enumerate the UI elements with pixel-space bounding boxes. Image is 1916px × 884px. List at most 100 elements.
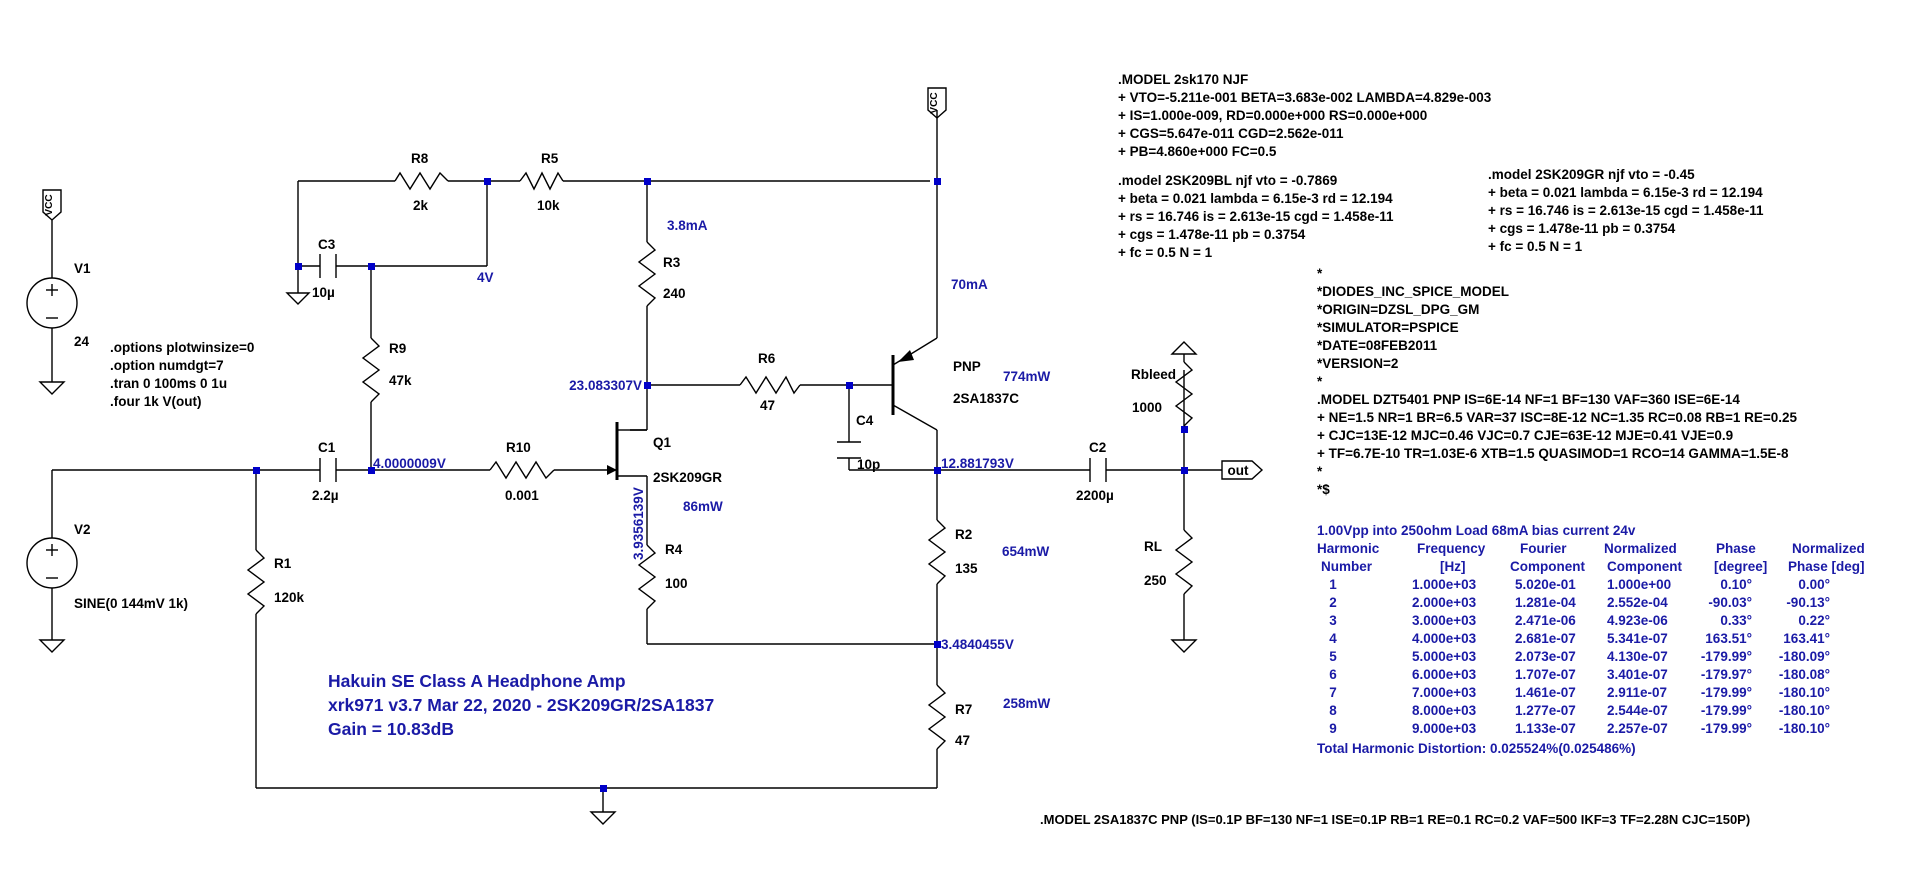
label-c2-name: C2 [1089, 440, 1106, 455]
fourier-cell: -179.99° [1701, 685, 1752, 700]
annotation-q2-power: 774mW [1003, 369, 1051, 384]
model-line: + rs = 16.746 is = 2.613e-15 cgd = 1.458… [1118, 209, 1394, 224]
label-c4-value: 10p [857, 457, 880, 472]
label-r10-name: R10 [506, 440, 531, 455]
fourier-cell: 6 [1329, 667, 1337, 682]
directive-line: .option numdgt=7 [110, 358, 224, 373]
resistor-r3 [637, 241, 657, 307]
jfet-q1 [607, 422, 647, 480]
model-line: + CGS=5.647e-011 CGD=2.562e-011 [1118, 126, 1344, 141]
bjt-q2 [891, 337, 938, 431]
annotation-q1-power: 86mW [683, 499, 723, 514]
model-line: + TF=6.7E-10 TR=1.03E-6 XTB=1.5 QUASIMOD… [1317, 446, 1789, 461]
wires [51, 110, 1222, 812]
label-q1-name: Q1 [653, 435, 672, 450]
resistor-r7 [927, 684, 947, 750]
annotation-r7-power: 258mW [1003, 696, 1051, 711]
vcc-label-v1: VCC [44, 194, 55, 215]
fourier-cell: 9 [1329, 721, 1337, 736]
fourier-header-cell: [Hz] [1440, 559, 1466, 574]
model-line: + IS=1.000e-009, RD=0.000e+000 RS=0.000e… [1118, 108, 1427, 123]
annotation-source-voltage: 3.9356139V [631, 487, 646, 560]
fourier-cell: 1.707e-07 [1515, 667, 1576, 682]
annotation-r2r7-voltage: 3.4840455V [941, 637, 1014, 652]
label-r1-value: 120k [274, 590, 305, 605]
resistors [246, 171, 1194, 750]
fourier-cell: -90.03° [1708, 595, 1752, 610]
fourier-cell: 4 [1329, 631, 1337, 646]
fourier-cell: 9.000e+03 [1412, 721, 1477, 736]
label-r8-name: R8 [411, 151, 429, 166]
capacitor-c4 [837, 441, 861, 459]
resistor-r9 [361, 337, 381, 403]
annotation-r2-power: 654mW [1002, 544, 1050, 559]
label-r6-value: 47 [760, 398, 775, 413]
fourier-cell: 3.000e+03 [1412, 613, 1477, 628]
fourier-header-cell: Phase [deg] [1788, 559, 1865, 574]
fourier-cell: 3 [1329, 613, 1337, 628]
label-r4-name: R4 [665, 542, 683, 557]
model-line: *ORIGIN=DZSL_DPG_GM [1317, 302, 1479, 317]
fourier-cell: 5 [1329, 649, 1337, 664]
model-line: + fc = 0.5 N = 1 [1118, 245, 1213, 260]
label-c4-name: C4 [856, 413, 874, 428]
label-v2-name: V2 [74, 522, 91, 537]
model-line: * [1317, 464, 1323, 479]
fourier-cell: 163.41° [1783, 631, 1830, 646]
ground-v2 [38, 639, 66, 653]
label-r2-name: R2 [955, 527, 972, 542]
fourier-cell: 1.133e-07 [1515, 721, 1576, 736]
fourier-cell: 0.10° [1720, 577, 1752, 592]
label-r5-name: R5 [541, 151, 559, 166]
fourier-header-cell: Fourier [1520, 541, 1567, 556]
model-line: + cgs = 1.478e-11 pb = 0.3754 [1118, 227, 1306, 242]
fourier-cell: 2.471e-06 [1515, 613, 1576, 628]
model-line: + cgs = 1.478e-11 pb = 0.3754 [1488, 221, 1676, 236]
component-labels: V1 24 V2 SINE(0 144mV 1k) R8 2k R5 10k C… [74, 151, 1176, 748]
fourier-cell: -179.99° [1701, 649, 1752, 664]
label-c2-value: 2200µ [1076, 488, 1114, 503]
fourier-cell: -90.13° [1786, 595, 1830, 610]
fourier-header-cell: Normalized [1604, 541, 1677, 556]
model-line: + beta = 0.021 lambda = 6.15e-3 rd = 12.… [1488, 185, 1763, 200]
fourier-cell: -179.99° [1701, 721, 1752, 736]
label-r3-name: R3 [663, 255, 681, 270]
label-c1-name: C1 [318, 440, 336, 455]
label-r5-value: 10k [537, 198, 560, 213]
model-line: .MODEL 2sk170 NJF [1118, 72, 1248, 87]
vcc-label-q2: VCC [929, 92, 940, 113]
label-r9-value: 47k [389, 373, 412, 388]
label-rl-name: RL [1144, 539, 1162, 554]
fourier-cell: -180.10° [1779, 721, 1830, 736]
out-flag [1221, 460, 1264, 480]
annotation-gate-voltage: 4.0000009V [373, 456, 446, 471]
label-c3-name: C3 [318, 237, 336, 252]
fourier-cell: -180.10° [1779, 685, 1830, 700]
fourier-cell: 2.073e-07 [1515, 649, 1576, 664]
voltage-source-v2 [26, 537, 78, 589]
model-dzt5401: * *DIODES_INC_SPICE_MODEL *ORIGIN=DZSL_D… [1317, 266, 1798, 497]
model-line: + beta = 0.021 lambda = 6.15e-3 rd = 12.… [1118, 191, 1393, 206]
fourier-cell: -179.97° [1701, 667, 1752, 682]
label-rl-value: 250 [1144, 573, 1167, 588]
fourier-cell: 8 [1329, 703, 1337, 718]
label-q2-value: 2SA1837C [953, 391, 1019, 406]
label-r4-value: 100 [665, 576, 688, 591]
model-line: + fc = 0.5 N = 1 [1488, 239, 1583, 254]
label-v2-value: SINE(0 144mV 1k) [74, 596, 188, 611]
resistor-r6 [739, 375, 801, 395]
label-r7-value: 47 [955, 733, 970, 748]
fourier-cell: 4.130e-07 [1607, 649, 1668, 664]
fourier-cell: 5.000e+03 [1412, 649, 1477, 664]
ground-v1 [38, 381, 66, 395]
model-line: *DIODES_INC_SPICE_MODEL [1317, 284, 1509, 299]
annotation-q2-current: 70mA [951, 277, 988, 292]
fourier-cell: 7.000e+03 [1412, 685, 1477, 700]
fourier-cell: 1.277e-07 [1515, 703, 1576, 718]
fourier-cell: 5.341e-07 [1607, 631, 1668, 646]
model-line: .model 2SK209BL njf vto = -0.7869 [1118, 173, 1337, 188]
fourier-cell: -180.08° [1779, 667, 1830, 682]
fourier-cell: 5.020e-01 [1515, 577, 1576, 592]
vcc-flag-q2 [927, 87, 947, 119]
